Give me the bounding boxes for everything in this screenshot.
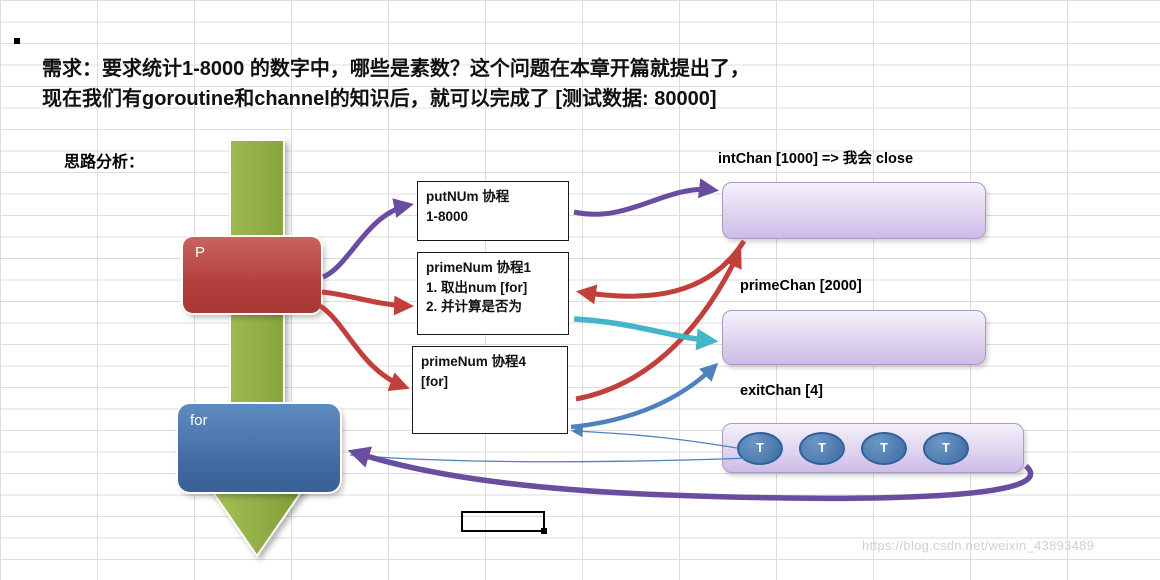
primenum1-line-3: 2. 并计算是否为 [426, 299, 523, 315]
arrow-primenum1-to-primechan [573, 316, 719, 351]
exitchan-token-3: T [861, 431, 907, 465]
cell-mark [14, 38, 20, 44]
arrow-putnum-to-intchan [573, 178, 719, 217]
putnum-goroutine-box: putNUm 协程 1-8000 [417, 181, 569, 241]
line-exitchan-to-primenum4 [571, 425, 738, 449]
cell-fill-handle[interactable] [541, 528, 547, 534]
arrow-primenum4-to-primechan [570, 362, 719, 430]
requirement-line-1: 需求：要求统计1-8000 的数字中，哪些是素数？这个问题在本章开篇就提出了， [42, 58, 750, 80]
process-for-node: for [178, 404, 340, 492]
exitchan-token-2: T [799, 431, 845, 465]
primenum4-line-1: primeNum 协程4 [421, 354, 527, 369]
primenum4-line-2: [for] [421, 373, 448, 389]
exitchan-token-row: T T T T [723, 424, 1023, 472]
putnum-line-2: 1-8000 [426, 208, 469, 224]
exitchan-token-4: T [923, 431, 969, 465]
requirement-text: 需求：要求统计1-8000 的数字中，哪些是素数？这个问题在本章开篇就提出了， … [42, 54, 922, 114]
primenum4-goroutine-box: primeNum 协程4 [for] [412, 346, 568, 434]
selected-cell[interactable] [461, 511, 547, 534]
primechan-rect [722, 310, 986, 365]
process-for-label: for [190, 412, 208, 429]
primenum1-goroutine-box: primeNum 协程1 1. 取出num [for] 2. 并计算是否为 [417, 252, 569, 335]
primenum1-line-1: primeNum 协程1 [426, 260, 532, 275]
putnum-line-1: putNUm 协程 [426, 189, 510, 204]
watermark-text: https://blog.csdn.net/weixin_43893489 [862, 538, 1095, 553]
requirement-line-2: 现在我们有goroutine和channel的知识后，就可以完成了 [测试数据:… [42, 88, 717, 110]
exitchan-rect: T T T T [722, 423, 1024, 473]
process-p-node: P [183, 237, 321, 313]
arrow-p-to-putnum [321, 198, 414, 280]
analysis-label: 思路分析： [64, 154, 145, 171]
process-p-label: P [195, 244, 206, 261]
arrow-primenum4-to-intchan [575, 247, 742, 402]
green-down-arrow [201, 139, 313, 558]
line-exitchan-to-for [349, 454, 751, 463]
exitchan-token-1: T [737, 431, 783, 465]
intchan-label: intChan [1000] => 我会 close [718, 151, 914, 167]
primenum1-line-2: 1. 取出num [for] [426, 279, 528, 295]
arrow-p-to-primenum4 [318, 303, 410, 392]
exitchan-label: exitChan [4] [740, 383, 823, 399]
primechan-label: primeChan [2000] [740, 278, 862, 294]
intchan-rect [722, 182, 986, 239]
arrow-intchan-to-primenum1 [576, 239, 747, 305]
arrow-p-to-primenum1 [321, 289, 414, 316]
